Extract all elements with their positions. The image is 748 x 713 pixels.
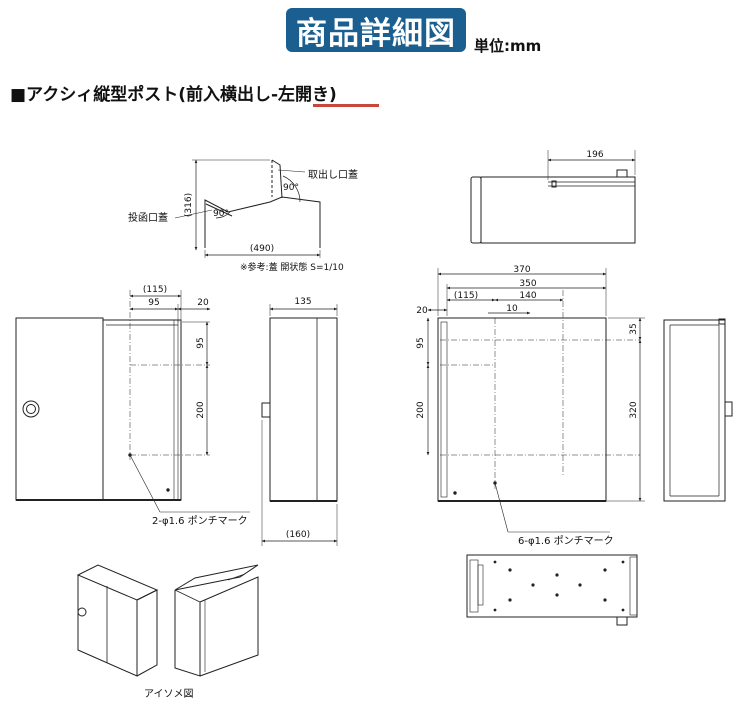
back-dim-370: 370 <box>513 265 530 275</box>
unit-label: 単位:mm <box>474 37 542 55</box>
front-view <box>15 290 250 513</box>
back-dim-35: 35 <box>629 323 639 334</box>
top-view-note: ※参考:蓋 開状態 S=1/10 <box>240 261 344 273</box>
page-title-badge: 商品詳細図 <box>286 8 466 52</box>
side-view <box>261 304 338 546</box>
back-top-dim-196: 196 <box>586 150 603 160</box>
title-underline <box>313 104 379 107</box>
iso-caption: アイソメ図 <box>144 688 194 700</box>
outlet-lid-label: 取出し口蓋 <box>308 168 358 181</box>
front-punch-label: 2-φ1.6 ポンチマーク <box>152 515 248 527</box>
isometric-view-left <box>76 564 159 677</box>
front-dim-20: 20 <box>197 298 209 308</box>
top-height-dim: (316) <box>184 193 194 217</box>
top-view-lids-open <box>174 159 321 258</box>
back-dim-200: 200 <box>416 401 426 418</box>
product-title: ■アクシィ縦型ポスト(前入横出し-左開き) <box>10 85 337 105</box>
isometric-view-right <box>174 564 259 677</box>
angle-label-1: 90° <box>283 183 299 193</box>
back-dim-140: 140 <box>519 291 536 301</box>
back-dim-20: 20 <box>416 306 428 316</box>
front-dim-115: (115) <box>143 285 167 295</box>
side-dim-160: (160) <box>286 530 310 540</box>
back-punch-label: 6-φ1.6 ポンチマーク <box>518 535 614 547</box>
front-dim-200: 200 <box>196 401 206 418</box>
right-side-view <box>663 318 733 502</box>
front-dim-95-side: 95 <box>196 337 206 348</box>
inlet-lid-label: 投函口蓋 <box>128 211 168 224</box>
side-dim-135: 135 <box>294 297 311 307</box>
back-view <box>426 268 645 533</box>
back-dim-95: 95 <box>416 337 426 348</box>
back-top-view <box>470 150 636 244</box>
back-dim-350: 350 <box>519 279 536 289</box>
back-dim-320: 320 <box>629 401 639 418</box>
top-width-dim: (490) <box>250 244 274 254</box>
back-dim-10: 10 <box>506 304 518 314</box>
front-dim-95-top: 95 <box>148 298 159 308</box>
back-dim-115: (115) <box>454 291 478 301</box>
angle-label-2: 90° <box>213 209 229 219</box>
bottom-view <box>466 554 638 626</box>
